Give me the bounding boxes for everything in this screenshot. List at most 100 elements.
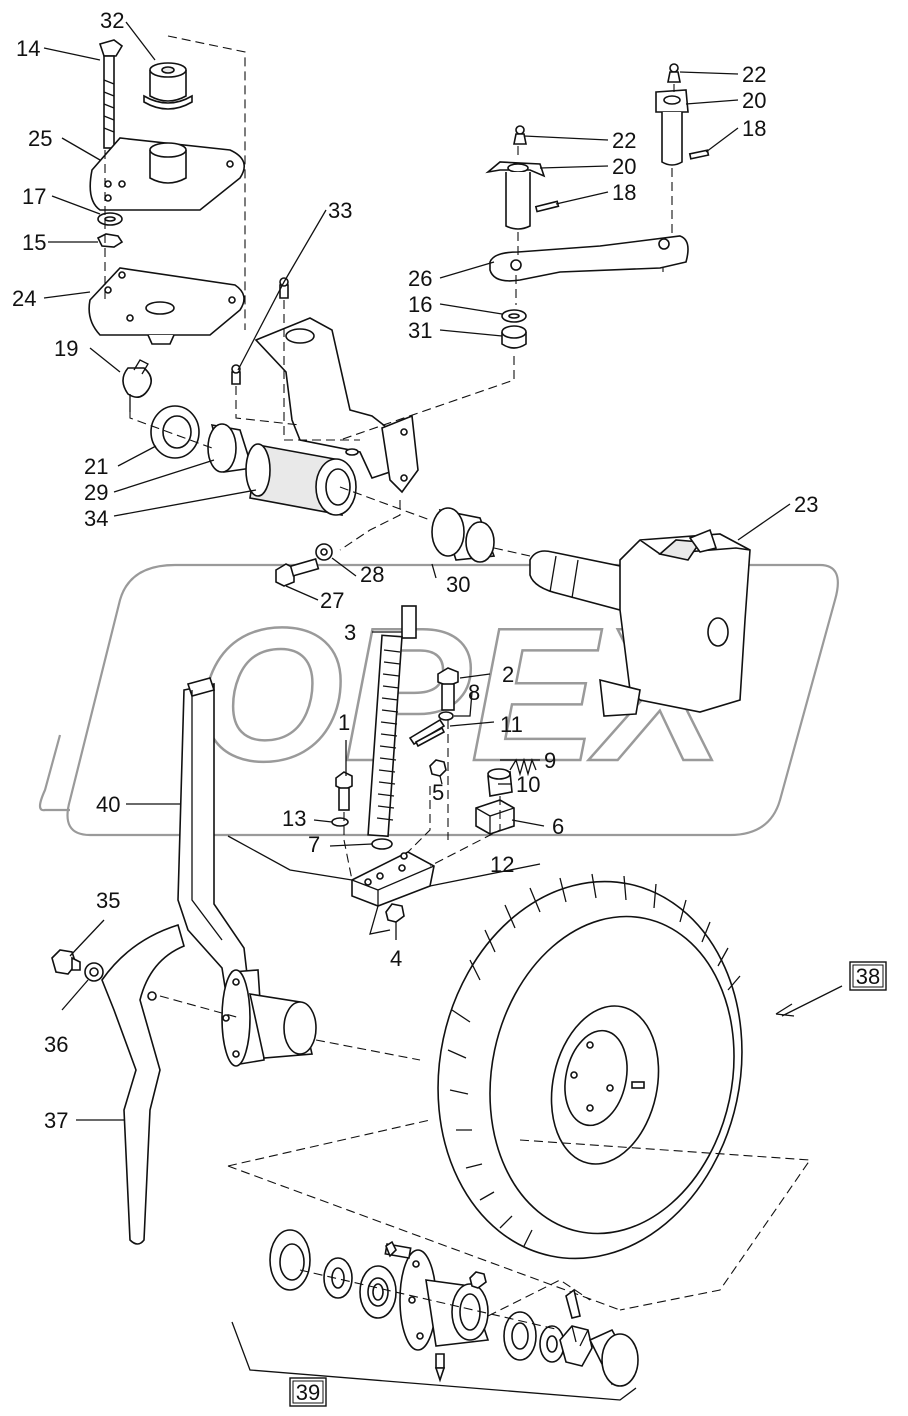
flange-hub xyxy=(221,969,317,1067)
ring-21 xyxy=(150,405,200,459)
label-20a: 20 xyxy=(742,88,766,113)
block-10 xyxy=(487,768,513,797)
label-5: 5 xyxy=(432,780,444,805)
label-18a: 18 xyxy=(742,116,766,141)
washer-16 xyxy=(501,309,527,323)
assembly-38-text: 38 xyxy=(856,964,880,989)
label-14: 14 xyxy=(16,36,40,61)
wheel-hub xyxy=(399,1249,490,1351)
grease-fitting-22a xyxy=(667,63,681,83)
block-6 xyxy=(475,799,515,835)
align-line-d xyxy=(235,386,301,426)
label-6: 6 xyxy=(552,814,564,839)
label-22b: 22 xyxy=(612,128,636,153)
wheel-tire xyxy=(437,873,743,1260)
label-1: 1 xyxy=(338,710,350,735)
assembly-39-text: 39 xyxy=(296,1380,320,1405)
nut-15 xyxy=(96,233,124,248)
label-18b: 18 xyxy=(612,180,636,205)
label-12: 12 xyxy=(490,852,514,877)
arm-40 xyxy=(177,677,251,1008)
hub-grease-fitting xyxy=(434,1353,446,1383)
label-7: 7 xyxy=(308,832,320,857)
washer-17 xyxy=(97,212,123,226)
label-13: 13 xyxy=(282,806,306,831)
bolt-1 xyxy=(335,771,353,811)
bushing-29 xyxy=(207,423,254,473)
bushing-31 xyxy=(501,325,527,349)
tube-34 xyxy=(245,443,357,516)
leader-lines xyxy=(43,21,843,1121)
bolt-27 xyxy=(275,558,320,587)
label-3: 3 xyxy=(344,620,356,645)
label-19: 19 xyxy=(54,336,78,361)
dust-cap xyxy=(588,1328,639,1387)
hub-stud-bolt xyxy=(384,1240,412,1259)
label-35: 35 xyxy=(96,888,120,913)
label-17: 17 xyxy=(22,184,46,209)
nut-5 xyxy=(429,759,447,777)
bushing-30 xyxy=(431,507,496,563)
label-29: 29 xyxy=(84,480,108,505)
align-line-a xyxy=(167,35,246,330)
nut-4 xyxy=(385,903,405,923)
bolt-14 xyxy=(98,39,124,149)
washer-13 xyxy=(331,817,349,827)
label-24: 24 xyxy=(12,286,36,311)
label-23: 23 xyxy=(794,492,818,517)
label-21: 21 xyxy=(84,454,108,479)
label-9: 9 xyxy=(544,748,556,773)
assembly-label-39: 39 xyxy=(289,1377,327,1407)
label-11: 11 xyxy=(500,712,523,737)
align-line-c xyxy=(283,300,360,441)
align-line-i xyxy=(493,547,531,557)
label-40: 40 xyxy=(96,792,120,817)
bushing-32 xyxy=(143,62,193,110)
assembly-label-38: 38 xyxy=(849,961,887,991)
label-4: 4 xyxy=(390,946,402,971)
label-15: 15 xyxy=(22,230,46,255)
label-20b: 20 xyxy=(612,154,636,179)
label-31: 31 xyxy=(408,318,432,343)
align-line-e xyxy=(129,412,431,521)
bracket-33 xyxy=(254,317,419,494)
label-30: 30 xyxy=(446,572,470,597)
washer-8 xyxy=(438,711,454,721)
castle-nut xyxy=(559,1325,593,1367)
bracket-37 xyxy=(101,923,185,1245)
align-line-m xyxy=(227,1119,812,1311)
label-34: 34 xyxy=(84,506,108,531)
align-line-l xyxy=(159,995,421,1061)
bearing-inner xyxy=(359,1265,397,1319)
spindle-housing-23 xyxy=(529,528,751,717)
label-36: 36 xyxy=(44,1032,68,1057)
pin-18a xyxy=(688,149,710,160)
align-line-g xyxy=(515,84,675,305)
label-32: 32 xyxy=(100,8,124,33)
washer-36 xyxy=(84,962,104,982)
cap-20b xyxy=(485,161,546,230)
plate-12 xyxy=(351,851,435,907)
bolt-2 xyxy=(437,667,459,711)
label-2: 2 xyxy=(502,662,514,687)
label-8: 8 xyxy=(468,680,480,705)
grease-fitting-22b xyxy=(513,125,527,145)
align-line-n xyxy=(299,1269,591,1331)
bolt-35 xyxy=(51,949,81,975)
cap-20a xyxy=(655,89,689,166)
label-16: 16 xyxy=(408,292,432,317)
pin-18b xyxy=(534,200,560,213)
arm-26 xyxy=(489,235,689,282)
washer-hub xyxy=(539,1325,565,1363)
align-line-h xyxy=(339,356,515,441)
assembly-39-bracket xyxy=(231,1321,637,1401)
small-nut xyxy=(469,1271,487,1289)
part-labels: 32 14 25 17 15 24 19 21 29 34 33 22 20 1… xyxy=(12,8,818,1133)
align-line-k xyxy=(343,786,501,881)
label-22a: 22 xyxy=(742,62,766,87)
washer-7 xyxy=(371,838,393,850)
align-line-f xyxy=(339,500,401,551)
label-27: 27 xyxy=(320,588,344,613)
label-33: 33 xyxy=(328,198,352,223)
